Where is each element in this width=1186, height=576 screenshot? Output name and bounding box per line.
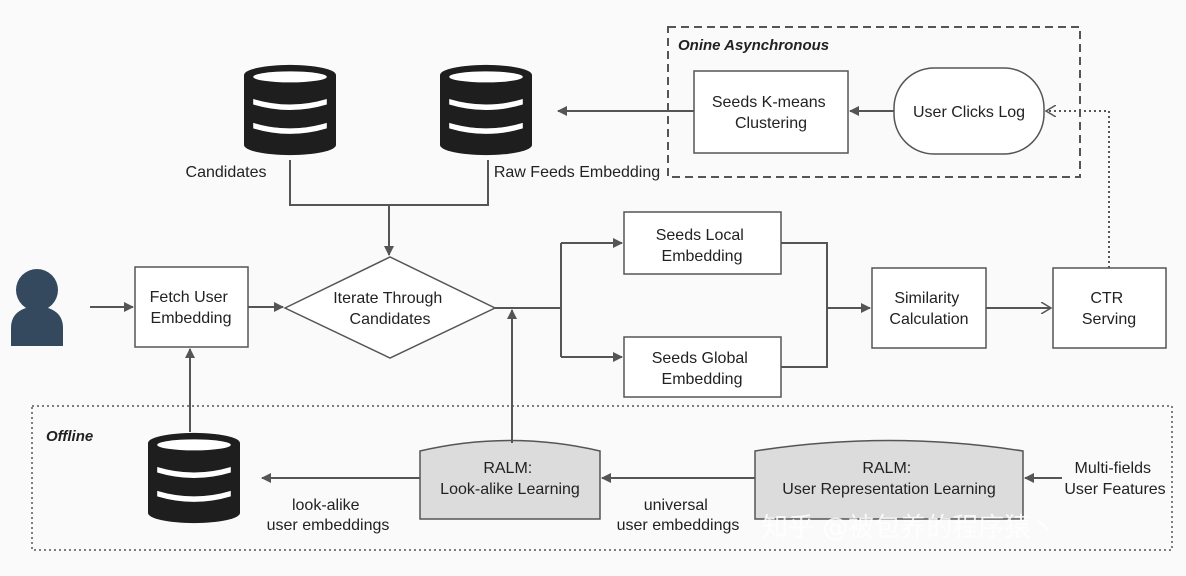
raw-feeds-database-icon bbox=[440, 64, 532, 156]
ctr-label: CTR Serving bbox=[1082, 290, 1136, 328]
lookalike-database-icon bbox=[148, 432, 240, 524]
candidates-label: Candidates bbox=[186, 164, 267, 181]
seeds-global-box bbox=[623, 336, 782, 398]
universal-embeddings-label: universal user embeddings bbox=[617, 497, 740, 534]
line-databases-merge bbox=[289, 160, 489, 206]
line-seeds-merge bbox=[781, 242, 828, 368]
iterate-label: Iterate Through Candidates bbox=[333, 290, 447, 328]
ralm-lookalike-box bbox=[419, 439, 601, 520]
connectors bbox=[90, 111, 1110, 483]
kmeans-box bbox=[693, 70, 849, 154]
fetch-user-label: Fetch User Embedding bbox=[150, 289, 233, 327]
ralm-lookalike-label: RALM: Look-alike Learning bbox=[440, 460, 580, 498]
online-async-group bbox=[667, 26, 1081, 178]
similarity-label: Similarity Calculation bbox=[889, 290, 968, 328]
fetch-user-box bbox=[134, 266, 249, 348]
online-group-label: Onine Asynchronous bbox=[678, 37, 829, 54]
seeds-global-label: Seeds Global Embedding bbox=[652, 350, 753, 388]
offline-group bbox=[31, 405, 1173, 551]
ralm-user-rep-label: RALM: User Representation Learning bbox=[782, 460, 995, 498]
user-icon bbox=[11, 269, 63, 346]
watermark-text: 知乎 @被包养的程序猿丶 bbox=[762, 513, 1056, 543]
iterate-diamond bbox=[283, 256, 497, 359]
ralm-user-rep-box bbox=[754, 439, 1024, 520]
similarity-box bbox=[871, 267, 987, 349]
multi-fields-label: Multi-fields User Features bbox=[1064, 460, 1165, 498]
arrow-ctr-to-clicks-log bbox=[1046, 111, 1110, 268]
kmeans-label: Seeds K-means Clustering bbox=[712, 94, 830, 132]
ctr-box bbox=[1052, 267, 1167, 349]
seeds-local-label: Seeds Local Embedding bbox=[656, 227, 749, 265]
candidates-database-icon bbox=[244, 64, 336, 156]
user-clicks-log-label: User Clicks Log bbox=[913, 104, 1025, 121]
offline-group-label: Offline bbox=[46, 428, 93, 445]
raw-feeds-label: Raw Feeds Embedding bbox=[494, 164, 660, 181]
lookalike-embeddings-label: look-alike user embeddings bbox=[267, 497, 390, 534]
